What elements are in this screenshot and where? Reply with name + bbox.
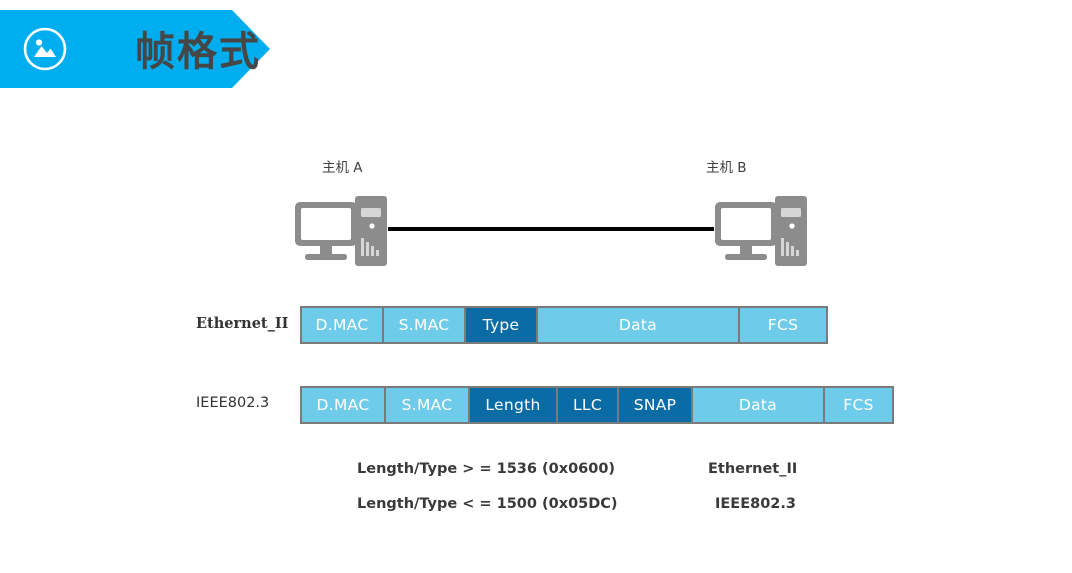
host-a-label: 主机 A [322,160,363,176]
host-b-label: 主机 B [706,160,747,176]
frame-field-snap: SNAP [619,388,693,422]
page-title: 帧格式 [135,29,261,75]
frame-row-label: IEEE802.3 [196,395,270,411]
legend-condition-ethernet: Length/Type > = 1536 (0x0600) [357,461,616,477]
legend-result-ethernet: Ethernet_II [708,461,798,477]
frame-field-d-mac: D.MAC [302,388,386,422]
frame-field-fcs: FCS [740,308,826,342]
frame-field-type: Type [466,308,538,342]
header-banner-shape [0,10,270,88]
image-icon [22,26,68,72]
host-a-computer-icon [293,194,397,268]
legend-condition-ieee: Length/Type < = 1500 (0x05DC) [357,496,618,512]
legend-result-ieee: IEEE802.3 [715,496,796,512]
frame-field-data: Data [693,388,825,422]
frame-field-length: Length [470,388,558,422]
slide-header: 帧格式 [0,10,320,88]
frame-field-d-mac: D.MAC [302,308,384,342]
frame-field-llc: LLC [558,388,619,422]
frame-field-data: Data [538,308,740,342]
ethernet-link-line [388,227,714,231]
frame-row-label: Ethernet_II [196,315,289,332]
host-b-computer-icon [713,194,817,268]
frame-field-s-mac: S.MAC [386,388,470,422]
frame-field-s-mac: S.MAC [384,308,466,342]
frame-field-fcs: FCS [825,388,892,422]
chevron-right-icon [92,10,136,88]
